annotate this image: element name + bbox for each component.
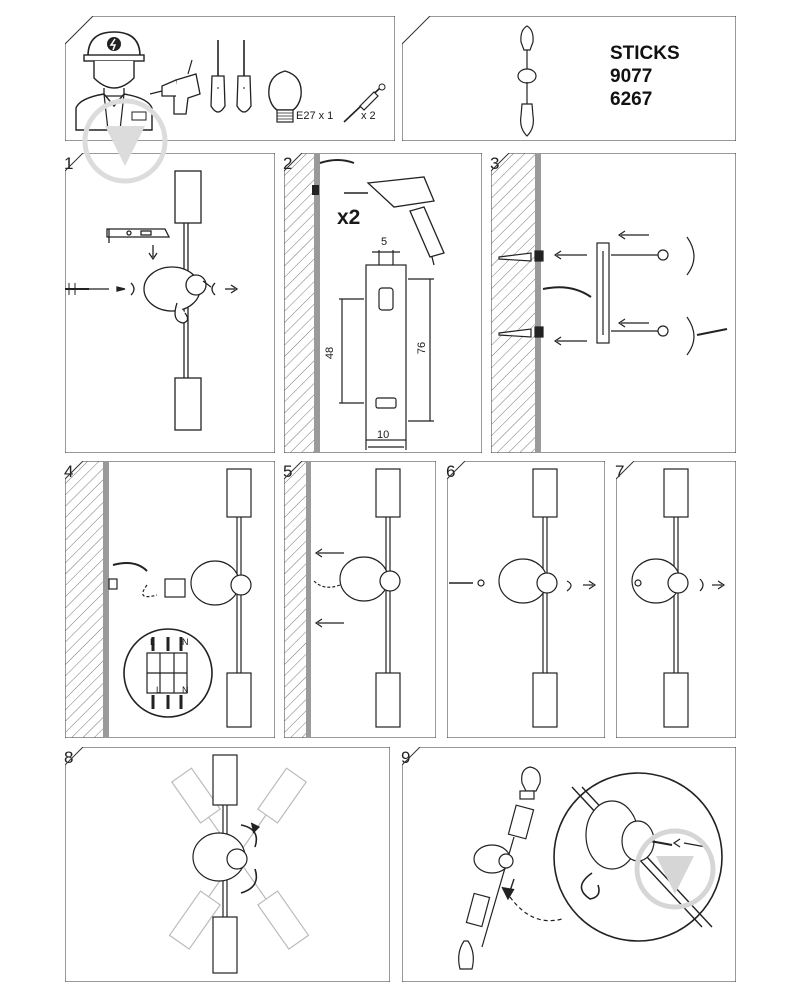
product-panel [402, 16, 736, 141]
step-7-number: 7 [615, 462, 625, 481]
step-2-panel [284, 153, 482, 453]
watermark-logo-icon [632, 826, 718, 912]
step-7-panel [616, 461, 736, 738]
bulb-label: E27 x 1 [296, 110, 334, 122]
step-6-panel [447, 461, 605, 738]
terminal-label-l-bottom: L [156, 685, 162, 695]
screw-anchor-icon [340, 82, 390, 127]
step-2-multiplier: x2 [337, 206, 361, 229]
dim-right: 76 [416, 341, 429, 355]
terminal-label-l-top: L [150, 637, 156, 647]
step-1-panel [65, 153, 275, 453]
bulb-icon [263, 68, 307, 126]
step-5-panel [284, 461, 436, 738]
terminal-label-n-bottom: N [182, 685, 189, 695]
product-name: STICKS [610, 43, 680, 64]
step-5-number: 5 [283, 462, 293, 481]
step-8-number: 8 [64, 748, 74, 767]
step-9-number: 9 [401, 748, 411, 767]
product-title: STICKS 9077 6267 [610, 42, 680, 111]
step-4-panel [65, 461, 275, 738]
step-2-number: 2 [283, 154, 293, 173]
watermark-logo-icon [80, 96, 170, 186]
step-3-panel [491, 153, 736, 453]
dim-top: 5 [381, 236, 388, 248]
step-1-number: 1 [64, 154, 74, 173]
step-6-number: 6 [446, 462, 456, 481]
step-4-number: 4 [64, 462, 74, 481]
screwdrivers-icon [208, 36, 258, 126]
drill-icon [148, 52, 208, 122]
step-8-panel [65, 747, 390, 982]
step-3-number: 3 [490, 154, 500, 173]
tools-panel [65, 16, 395, 141]
anchor-label: x 2 [361, 110, 376, 122]
product-code-1: 9077 [610, 66, 653, 87]
lamp-thumbnail-icon [517, 25, 537, 137]
product-code-2: 6267 [610, 89, 653, 110]
dim-left: 48 [324, 346, 337, 360]
terminal-label-n-top: N [182, 637, 189, 647]
dim-bottom: 10 [377, 429, 390, 441]
